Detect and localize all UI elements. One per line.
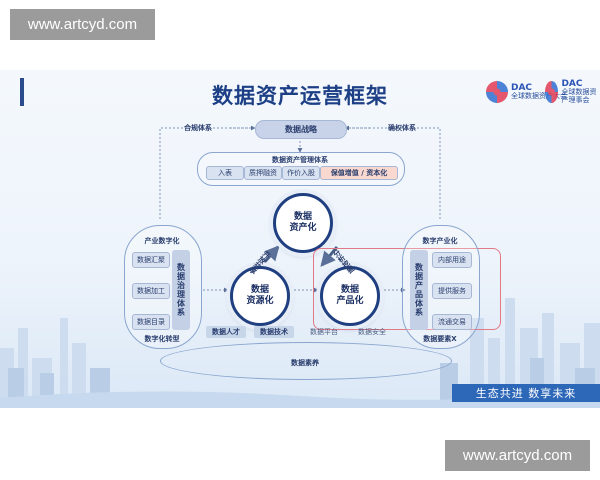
watermark-top: www.artcyd.com [10,9,155,40]
mgmt-item: 质押融资 [244,166,282,180]
right-panel-item: 内部用途 [432,252,472,268]
bottom-tag: 数据人才 [206,326,246,338]
data-product-system-column: 数据产品体系 [410,250,428,330]
mgmt-item-highlight: 保值增值 / 资本化 [320,166,398,180]
industry-digitalization-title: 产业数字化 [144,237,180,245]
data-governance-system-column: 数据治理体系 [172,250,190,330]
data-productization-circle: 数据 产品化 [320,266,380,326]
data-literacy-foundation [160,342,452,380]
connector-lines [159,125,441,293]
logo2-name: DAC [561,79,583,89]
logo1-sub: 全球数据资产大会 [511,92,567,100]
left-panel-item: 数据目录 [132,314,170,330]
compliance-system-label: 合规体系 [184,124,212,132]
mgmt-item: 作价入股 [282,166,320,180]
left-panel-item: 数据汇聚 [132,252,170,268]
data-assetization-circle: 数据 资产化 [273,193,333,253]
logo2-sub: 全球数据资产理事会 [561,88,597,104]
footer-slogan: 生态共进 数享未来 [452,384,600,402]
digital-industrialization-title: 数字产业化 [422,237,458,245]
right-panel-item: 流通交易 [432,314,472,330]
logo1-name: DAC [511,83,533,93]
mgmt-item: 入表 [206,166,244,180]
dac-dots-icon [486,81,508,103]
bottom-tag: 数据安全 [358,328,386,336]
data-resourcization-circle: 数据 资源化 [230,266,290,326]
asset-management-system-title: 数据资产管理体系 [272,156,328,164]
data-element-x-label: 数据要素X [423,335,457,343]
digital-transformation-label: 数字化转型 [144,335,180,343]
bottom-tag: 数据技术 [254,326,294,338]
bottom-tag: 数据平台 [310,328,338,336]
rights-system-label: 确权体系 [388,124,416,132]
data-literacy-label: 数据素养 [291,359,319,367]
right-panel-item: 提供服务 [432,283,472,299]
accent-bar [20,78,24,106]
left-panel-item: 数据加工 [132,283,170,299]
dac-dots-icon [545,81,559,103]
data-strategy-tag: 数据战略 [255,120,347,139]
watermark-bottom: www.artcyd.com [445,440,590,471]
slide-title: 数据资产运营框架 [212,84,388,108]
